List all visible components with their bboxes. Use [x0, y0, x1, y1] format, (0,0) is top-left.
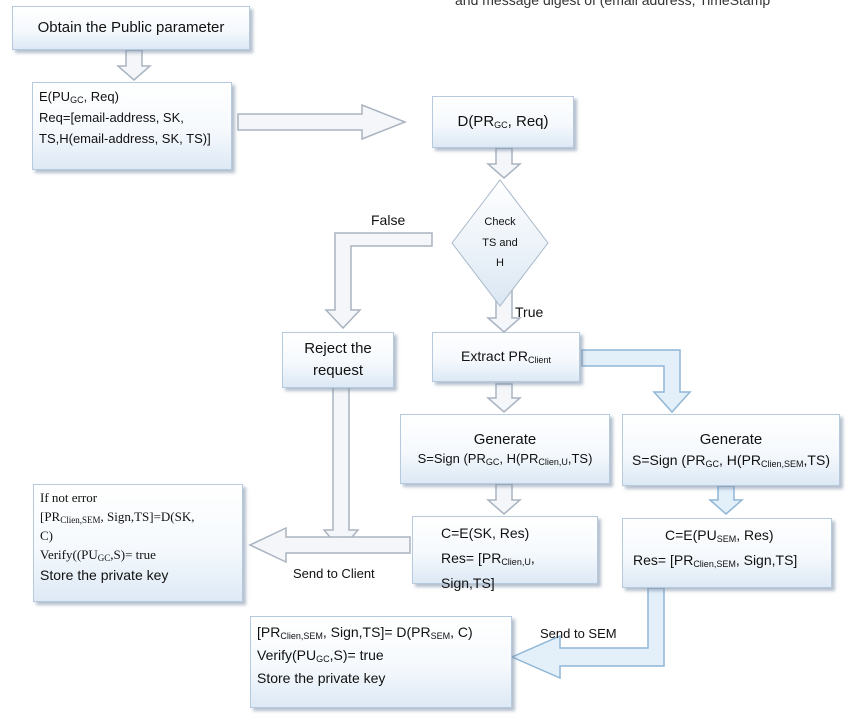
true-label: True [515, 304, 544, 320]
encrypt-left-box: C=E(SK, Res) Res= [PRClien,U, Sign,TS] [412, 516, 598, 591]
arrow-reject-down [322, 385, 360, 552]
arrow-send-to-client [248, 526, 411, 564]
send-to-client-label: Send to Client [293, 566, 375, 581]
arrow-decrypt-to-check [486, 147, 522, 179]
arrow-gen-right-to-enc-right [708, 485, 744, 515]
arrow-send-to-sem [510, 587, 665, 680]
send-to-sem-label: Send to SEM [540, 626, 617, 641]
arrow-extract-to-gen-right [581, 349, 692, 414]
sem-store-box: [PRClien,SEM, Sign,TS]= D(PRSEM, C) Veri… [250, 616, 512, 708]
generate-right-box: Generate S=Sign (PRGC, H(PRClien,SEM,TS) [622, 414, 840, 486]
public-parameter-box: Obtain the Public parameter [12, 6, 250, 50]
arrow-public-to-encrypt [116, 49, 152, 81]
arrow-encrypt-to-decrypt [237, 103, 408, 141]
extract-client-box: Extract PRClient [432, 332, 580, 382]
client-store-box: If not error [PRClien,SEM, Sign,TS]=D(SK… [33, 484, 243, 602]
decrypt-request-box: D(PRGC, Req) [432, 96, 574, 148]
check-diamond [451, 179, 549, 307]
top-cut-text: and message digest of (email address, Ti… [455, 0, 771, 8]
arrow-extract-to-gen-left [486, 383, 522, 413]
encrypt-right-box: C=E(PUSEM, Res) Res= [PRClien,SEM, Sign,… [622, 518, 832, 588]
encrypt-request-box: E(PUGC, Req) Req=[email-address, SK, TS,… [32, 82, 232, 170]
generate-left-box: Generate S=Sign (PRGC, H(PRClien,U,TS) [400, 414, 610, 484]
arrow-false-to-reject [324, 232, 433, 330]
arrow-gen-left-to-enc-left [486, 483, 522, 515]
false-label: False [371, 212, 406, 228]
reject-request-box: Reject the request [282, 332, 394, 388]
check-diamond-label: Check TS and H [482, 215, 518, 270]
